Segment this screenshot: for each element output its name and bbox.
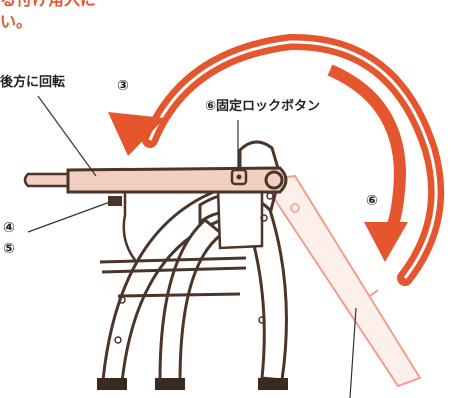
rotation-arrow-icon xyxy=(108,33,445,286)
lock-button-label: ⑥固定ロックボタン xyxy=(205,99,321,114)
caption-line-1: る付け角入に xyxy=(0,0,96,8)
step-6-label: ⑥ xyxy=(366,193,378,209)
caption-line-2: い。 xyxy=(0,12,33,31)
lock-button-icon xyxy=(230,168,248,186)
step-3-label: ③ xyxy=(117,78,129,94)
leader-lines xyxy=(27,95,357,398)
rotate-back-label: 後方に回転 xyxy=(0,75,66,90)
step-5-label: ⑤ xyxy=(3,241,15,257)
step-4-label: ④ xyxy=(3,220,15,236)
